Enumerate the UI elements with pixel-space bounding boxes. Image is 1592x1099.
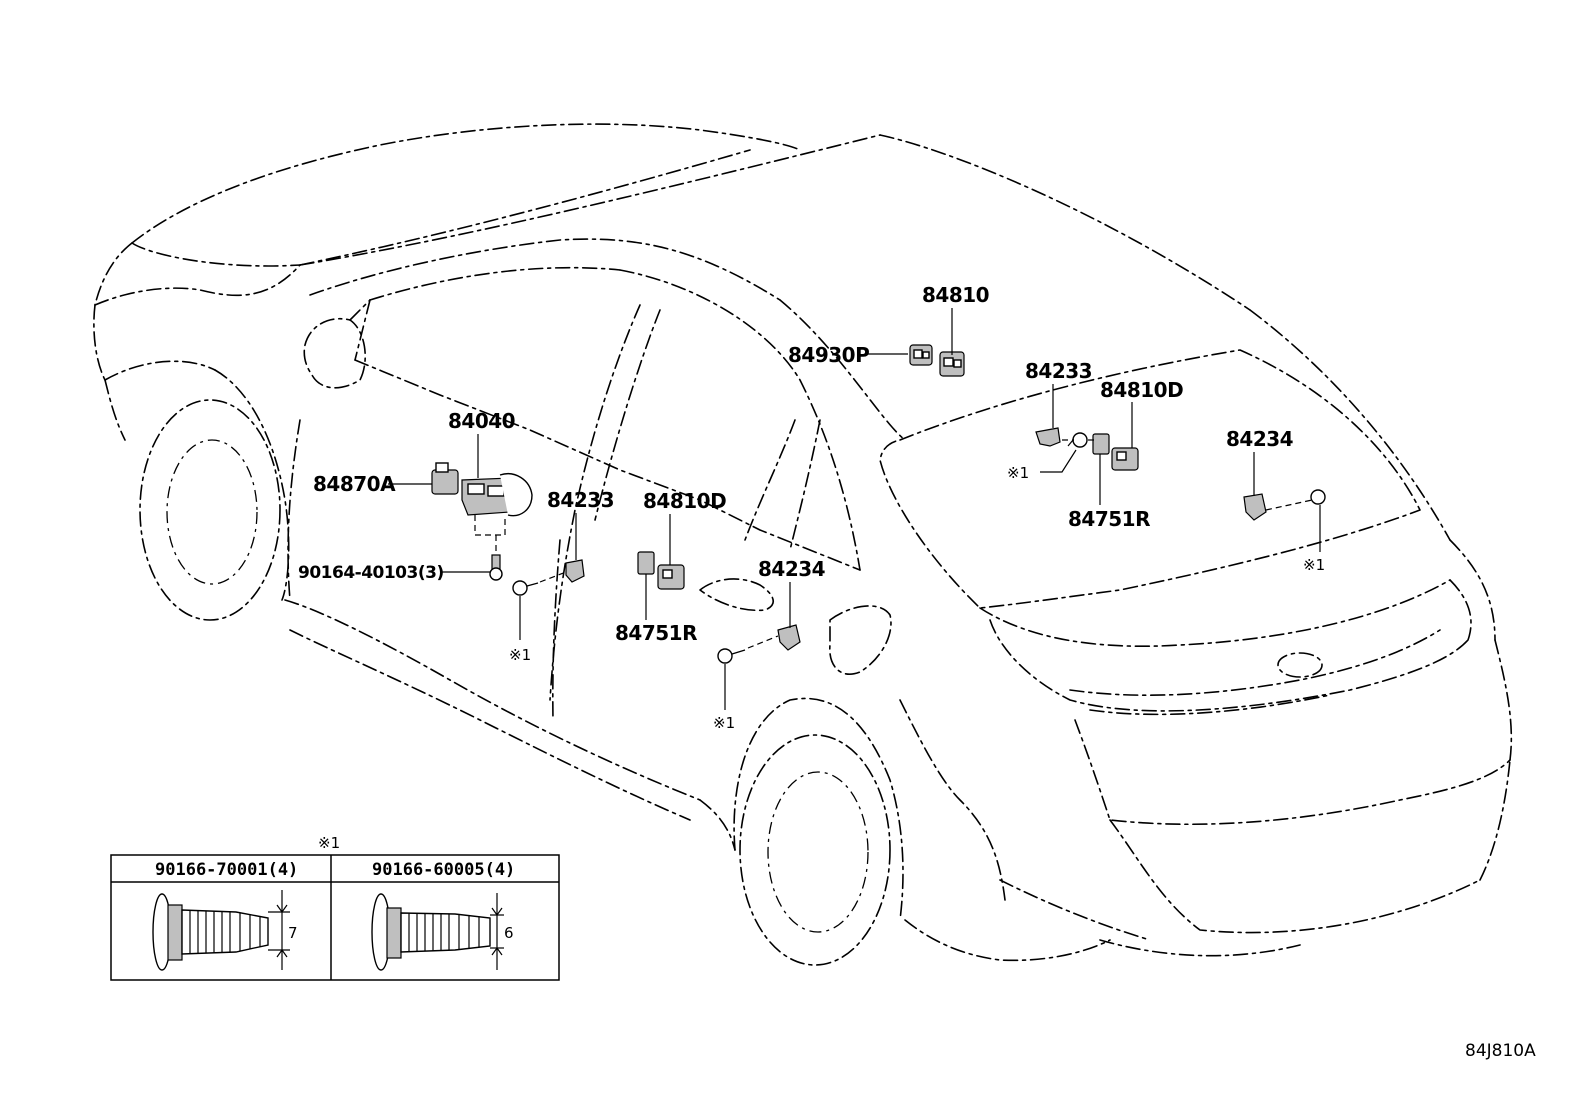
table-col2-part-no: 90166-60005(4) xyxy=(372,860,515,880)
part-84234-left-icon xyxy=(777,624,801,651)
callout-90164: 90164-40103(3) xyxy=(298,563,444,583)
note-ref-right-2: ※1 xyxy=(1303,556,1325,574)
leader-lines xyxy=(388,308,1321,710)
callout-84233-left: 84233 xyxy=(547,488,614,512)
part-84810-icon xyxy=(939,351,965,377)
part-screw-left-1-icon xyxy=(512,580,539,596)
part-84233-left-icon xyxy=(565,559,585,583)
table-note-ref: ※1 xyxy=(318,834,340,852)
callout-84870A: 84870A xyxy=(313,472,396,496)
part-84233-right-icon xyxy=(1035,427,1061,447)
diagram-code: 84J810A xyxy=(1465,1041,1536,1061)
part-84930P-icon xyxy=(909,344,933,366)
callout-84751R-left: 84751R xyxy=(615,621,697,645)
part-screw-right-2-icon xyxy=(1310,489,1326,505)
note-ref-right-1: ※1 xyxy=(1007,464,1029,482)
part-84040-icon xyxy=(461,473,533,536)
table-col1-part-no: 90166-70001(4) xyxy=(155,860,298,880)
callout-84040: 84040 xyxy=(448,409,515,433)
note-ref-left-1: ※1 xyxy=(509,646,531,664)
part-84810D-right-icon xyxy=(1111,447,1139,471)
dimension-6: 6 xyxy=(504,924,514,942)
part-84234-right-icon xyxy=(1243,493,1267,521)
callout-84233-right: 84233 xyxy=(1025,359,1092,383)
car-body-outline xyxy=(93,123,1513,966)
part-screw-right-1-icon xyxy=(1067,432,1088,448)
callout-84810D-right: 84810D xyxy=(1100,378,1183,402)
callout-84930P: 84930P xyxy=(788,343,869,367)
callout-84810D-left: 84810D xyxy=(643,489,726,513)
part-84870A-icon xyxy=(431,462,459,495)
fastener-table: ※1 90166-70001(4) 90166-60005(4) 7 xyxy=(110,834,560,981)
note-ref-left-2: ※1 xyxy=(713,714,735,732)
part-84810D-left-icon xyxy=(657,564,685,590)
screw-70001-drawing: 7 xyxy=(152,890,298,971)
callout-84810-top: 84810 xyxy=(922,283,989,307)
dimension-7: 7 xyxy=(288,924,298,942)
screw-60005-drawing: 6 xyxy=(371,893,514,971)
callout-84234-left: 84234 xyxy=(758,557,825,581)
part-90164-screw-icon xyxy=(489,535,503,581)
callout-84751R-right: 84751R xyxy=(1068,507,1150,531)
part-screw-left-2-icon xyxy=(717,648,746,664)
callout-labels: 84810 84930P 84233 84810D ※1 84751R 8423… xyxy=(298,283,1325,732)
part-84751R-right-icon xyxy=(1092,433,1110,455)
callout-84234-right: 84234 xyxy=(1226,427,1293,451)
part-84751R-left-icon xyxy=(637,551,655,575)
